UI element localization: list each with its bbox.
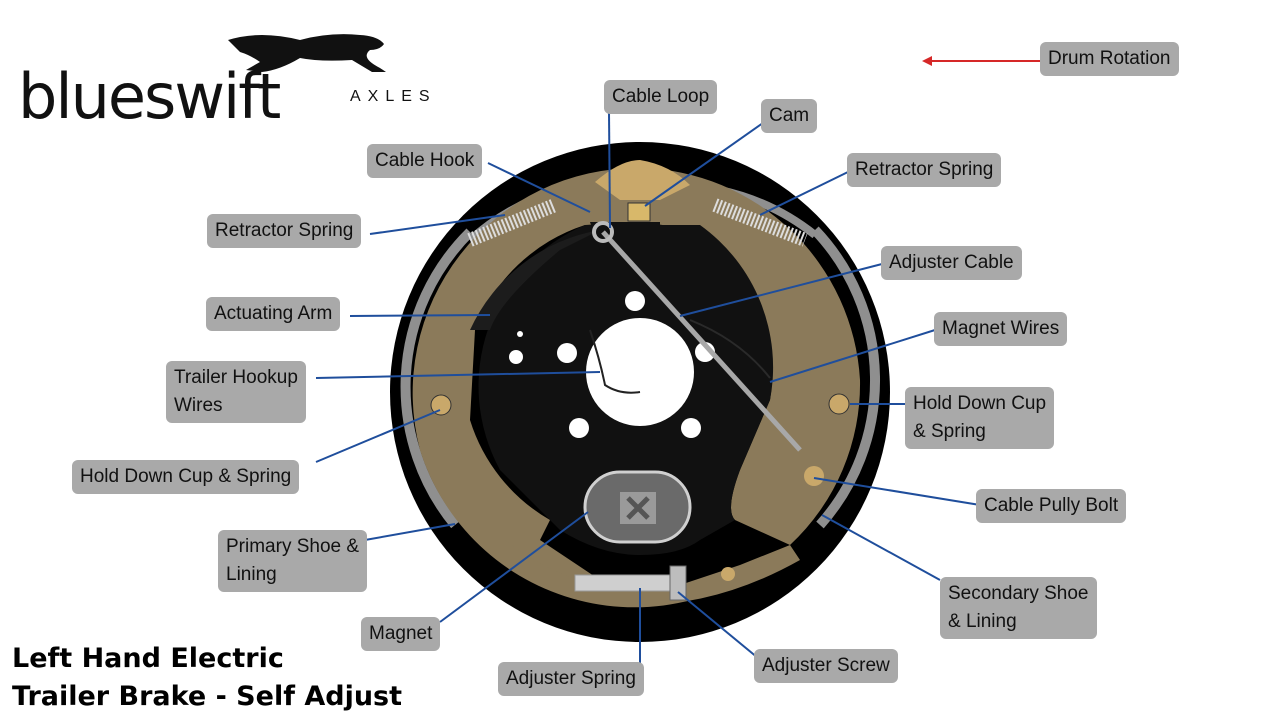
label-drum-rotation: Drum Rotation	[1040, 42, 1179, 76]
label-adjuster-cable: Adjuster Cable	[881, 246, 1022, 280]
brand-subtitle: AXLES	[350, 88, 437, 105]
adjuster-bolt	[721, 567, 735, 581]
label-retractor-spring-left: Retractor Spring	[207, 214, 362, 248]
label-retractor-spring-right: Retractor Spring	[847, 153, 1002, 187]
hold-down-cup-right	[828, 393, 850, 415]
label-actuating-arm: Actuating Arm	[206, 297, 341, 331]
label-cable-loop: Cable Loop	[604, 80, 718, 114]
label-cable-pully-bolt: Cable Pully Bolt	[976, 489, 1127, 523]
label-hold-down-right: Hold Down Cup & Spring	[905, 387, 1055, 449]
logo-cat	[228, 34, 386, 72]
cam	[627, 202, 651, 222]
bolt-hole	[681, 418, 701, 438]
label-hold-down-left: Hold Down Cup & Spring	[72, 460, 300, 494]
label-primary-shoe: Primary Shoe & Lining	[218, 530, 368, 592]
label-magnet: Magnet	[361, 617, 441, 651]
magnet-wires-path	[689, 319, 771, 379]
adjuster-cable	[601, 230, 802, 452]
adjuster-screw	[669, 565, 687, 601]
retractor-spring-right	[712, 198, 808, 247]
small-hole	[517, 331, 523, 337]
brand-logo: blueswift	[18, 60, 281, 133]
retractor-spring-left	[467, 198, 558, 247]
cable-pully-bolt	[804, 466, 824, 486]
page-title: Left Hand Electric Trailer Brake - Self …	[12, 643, 403, 712]
trailer-wires	[589, 329, 641, 394]
label-adjuster-spring: Adjuster Spring	[498, 662, 644, 696]
cable-loop	[592, 221, 614, 243]
hold-down-cup-left	[430, 394, 452, 416]
actuating-arm	[470, 230, 600, 330]
anchor-post	[590, 222, 660, 250]
magnet-x	[626, 496, 650, 520]
secondary-shoe-lining	[811, 226, 881, 529]
hub-hole	[586, 318, 694, 426]
bolt-hole	[569, 418, 589, 438]
label-cable-hook: Cable Hook	[367, 144, 483, 178]
label-secondary-shoe: Secondary Shoe & Lining	[940, 577, 1097, 639]
small-hole	[509, 350, 523, 364]
drum-rotation-arrowhead	[922, 56, 932, 66]
label-adjuster-screw: Adjuster Screw	[754, 649, 898, 683]
leader-lines	[315, 111, 981, 665]
label-cam: Cam	[761, 99, 818, 133]
label-magnet-wires: Magnet Wires	[934, 312, 1068, 346]
bolt-hole	[557, 343, 577, 363]
adjuster-spring	[574, 574, 676, 592]
label-trailer-hookup-wires: Trailer Hookup Wires	[166, 361, 306, 423]
bolt-hole	[625, 291, 645, 311]
lower-shoe-band	[495, 540, 800, 605]
